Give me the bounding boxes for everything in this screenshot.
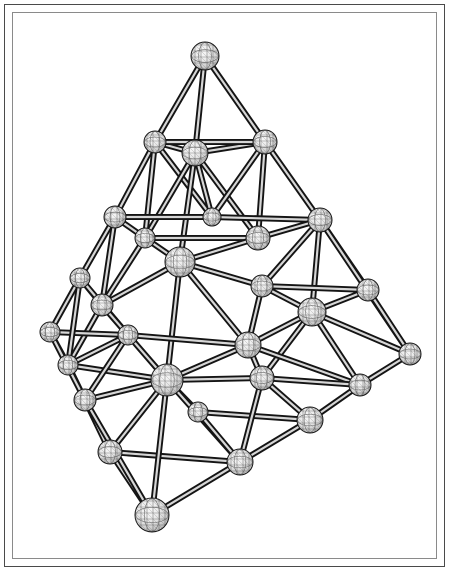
- node-sphere-f1: [40, 322, 60, 342]
- node-sphere-b5: [246, 226, 270, 250]
- node-sphere-b1: [104, 206, 126, 228]
- node-sphere-i1: [74, 389, 96, 411]
- node-sphere-h2: [349, 374, 371, 396]
- strut-c1-h1: [167, 262, 180, 380]
- node-sphere-a3: [253, 130, 277, 154]
- node-sphere-f4: [399, 343, 421, 365]
- node-sphere-d3: [357, 279, 379, 301]
- node-sphere-l1: [227, 449, 253, 475]
- node-sphere-a1: [144, 131, 166, 153]
- node-sphere-i2: [188, 402, 208, 422]
- node-sphere-f3: [235, 332, 261, 358]
- node-sphere-k1: [98, 440, 122, 464]
- node-sphere-f2: [118, 325, 138, 345]
- node-sphere-j1: [297, 407, 323, 433]
- node-sphere-a2: [182, 140, 208, 166]
- node-sphere-b2: [203, 208, 221, 226]
- node-sphere-top: [191, 42, 219, 70]
- strut-f2-f3: [128, 335, 248, 345]
- node-sphere-d2: [251, 275, 273, 297]
- node-sphere-e1: [91, 294, 113, 316]
- node-sphere-b3: [308, 208, 332, 232]
- strut-a3-b2: [212, 142, 265, 217]
- node-sphere-g1: [58, 355, 78, 375]
- node-sphere-e2: [298, 298, 326, 326]
- node-sphere-b4: [135, 228, 155, 248]
- node-sphere-c1: [165, 247, 195, 277]
- lattice-nodes: [40, 42, 421, 532]
- node-sphere-d1: [70, 268, 90, 288]
- strut-k1-l1: [110, 452, 240, 462]
- strut-top-a3: [205, 56, 265, 142]
- node-sphere-m1: [135, 498, 169, 532]
- strut-a3-b3: [265, 142, 320, 220]
- node-sphere-h1: [151, 364, 183, 396]
- node-sphere-g2: [250, 366, 274, 390]
